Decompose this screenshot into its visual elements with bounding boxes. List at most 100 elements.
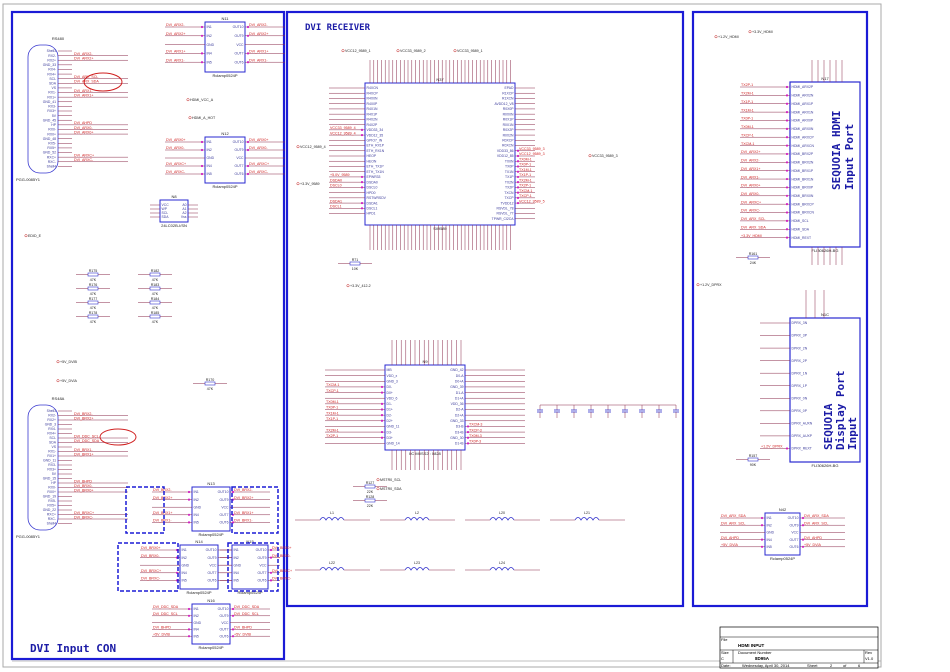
pin-name: D0-A [456,374,464,378]
pin-name: HPD0 [367,191,376,195]
sheet-value: 2 [830,663,833,668]
pin-name: GND_33 [450,419,463,423]
net-label: TX0P-1 [326,406,338,410]
center-section-title: DVI RECEIVER [305,23,371,33]
resistor-value: 47K [90,292,97,296]
dsub-connector-body [27,44,59,174]
net-label: DVI_ARX1- [166,58,185,62]
net-label: TX0M-3 [469,434,482,438]
pin-name: OUT10 [233,25,244,29]
net-label: DVI_ARXC+ [741,200,761,204]
pin-name: GND_3 [387,379,398,383]
pin-name: GND_11 [387,425,400,429]
connector-pin-name: RX5+ [47,504,56,508]
inductor-refdes: L2 [415,511,419,515]
pin-name: IN5 [194,634,199,638]
junction-dot [785,186,789,189]
pin-name: D1-A [456,391,464,395]
resistor-symbol [149,300,161,305]
net-label: VCC33_9589_4 [330,126,356,130]
dvi-input-con-frame [10,10,286,661]
power-port-symbol [188,116,192,120]
net-label: DVI_DDC_SDA [234,605,260,609]
power-port-symbol [588,154,592,158]
pin-name: D2+ [387,419,393,423]
pin-name: R4X0P [367,102,378,106]
pin-name: OUT6 [219,634,228,638]
pin-name: DSCL1 [367,207,378,211]
junction-dot [200,61,204,64]
connector-refdes: RS480 [52,36,65,41]
net-label: TX0M-1 [519,157,532,161]
power-net-label: +1.2V_DPRX [700,283,722,287]
junction-dot [516,191,520,194]
junction-dot [466,442,470,445]
junction-dot [187,498,191,501]
junction-dot [466,425,470,428]
pin-name: VCC [791,531,799,535]
pin-name: OUT7 [219,628,228,632]
junction-dot [246,34,250,37]
junction-dot [785,144,789,147]
inductor-refdes: L20 [499,511,505,515]
ic-refdes: N9 [422,359,428,364]
junction-dot [380,430,384,434]
net-label: DVI_ARX0- [74,126,93,130]
pin-name: IN5 [767,545,772,549]
pin-name: GND_14 [387,442,400,446]
junction-dot [516,170,520,173]
pin-name: TVDD12 [500,201,513,205]
ic-part-number: FLI30626H-BG [812,463,839,468]
pin-name: R0X2P [503,128,514,132]
pin-name: OUT6 [257,579,266,583]
net-label: DVI_BRX2+ [234,496,253,500]
pin-name: OUT10 [218,490,229,494]
junction-dot [380,436,384,439]
pin-name: IN1 [207,140,212,144]
resistor-symbol [349,261,361,266]
net-label: DVI_ARX0+ [74,130,93,134]
pin-name: GND_30 [450,436,463,440]
pin-name: HDMI_BRX1P [792,169,814,173]
net-label: TXCM-3 [469,423,482,427]
net-label: +3.3V_HDMI [741,234,762,238]
power-port-symbol [376,487,380,491]
junction-dot [785,177,789,181]
ic-refdes: N8 [171,194,177,199]
connector-pin-name: RX1+ [47,454,56,458]
pin-name: WP [162,207,168,211]
ic-part-number: Rclamp0524P [198,645,223,650]
junction-dot [785,194,789,197]
pin-name: VCC [162,203,170,207]
net-label: DVI_ARX_SDA [721,514,746,518]
ic-n12-body [204,136,246,184]
junction-dot [785,94,789,97]
net-label: +5V_DVIA [721,543,738,547]
power-port-symbol [714,35,718,39]
net-label: DVI_BHPD [234,626,252,630]
ic-refdes: N17 [821,76,829,81]
net-label: TX1P-1 [741,100,753,104]
ic-refdes: N13 [207,481,215,486]
resistor-refdes: R176 [89,283,98,287]
dp-port-title: SEQUOIA Display Port Input [822,371,859,450]
pin-name: IN2 [767,523,772,527]
junction-dot [785,119,789,122]
pin-name: VDD_x [387,374,398,378]
net-label: DVI_BRX2- [153,488,172,492]
ic-refdes: N15 [246,539,254,544]
junction-dot [516,201,520,205]
pin-name: R1XCP [502,91,514,95]
inductor-symbol [489,517,515,521]
net-label: DVI_ARX2+ [166,32,185,36]
rev-label: Rev [865,650,872,655]
net-label: TX1P-1 [519,173,531,177]
pin-name: RSTWRSDV [367,196,387,200]
connector-pin-name: RX4- [48,427,56,431]
pin-name: EPAD [505,86,515,90]
pin-name: R4X0N [367,97,378,101]
connector-pin-name: GND_3 [45,423,56,427]
inductor-refdes: L1 [330,511,334,515]
net-label: DVI_BRX2- [74,412,93,416]
net-label: DVI_ARX1+ [249,50,268,54]
